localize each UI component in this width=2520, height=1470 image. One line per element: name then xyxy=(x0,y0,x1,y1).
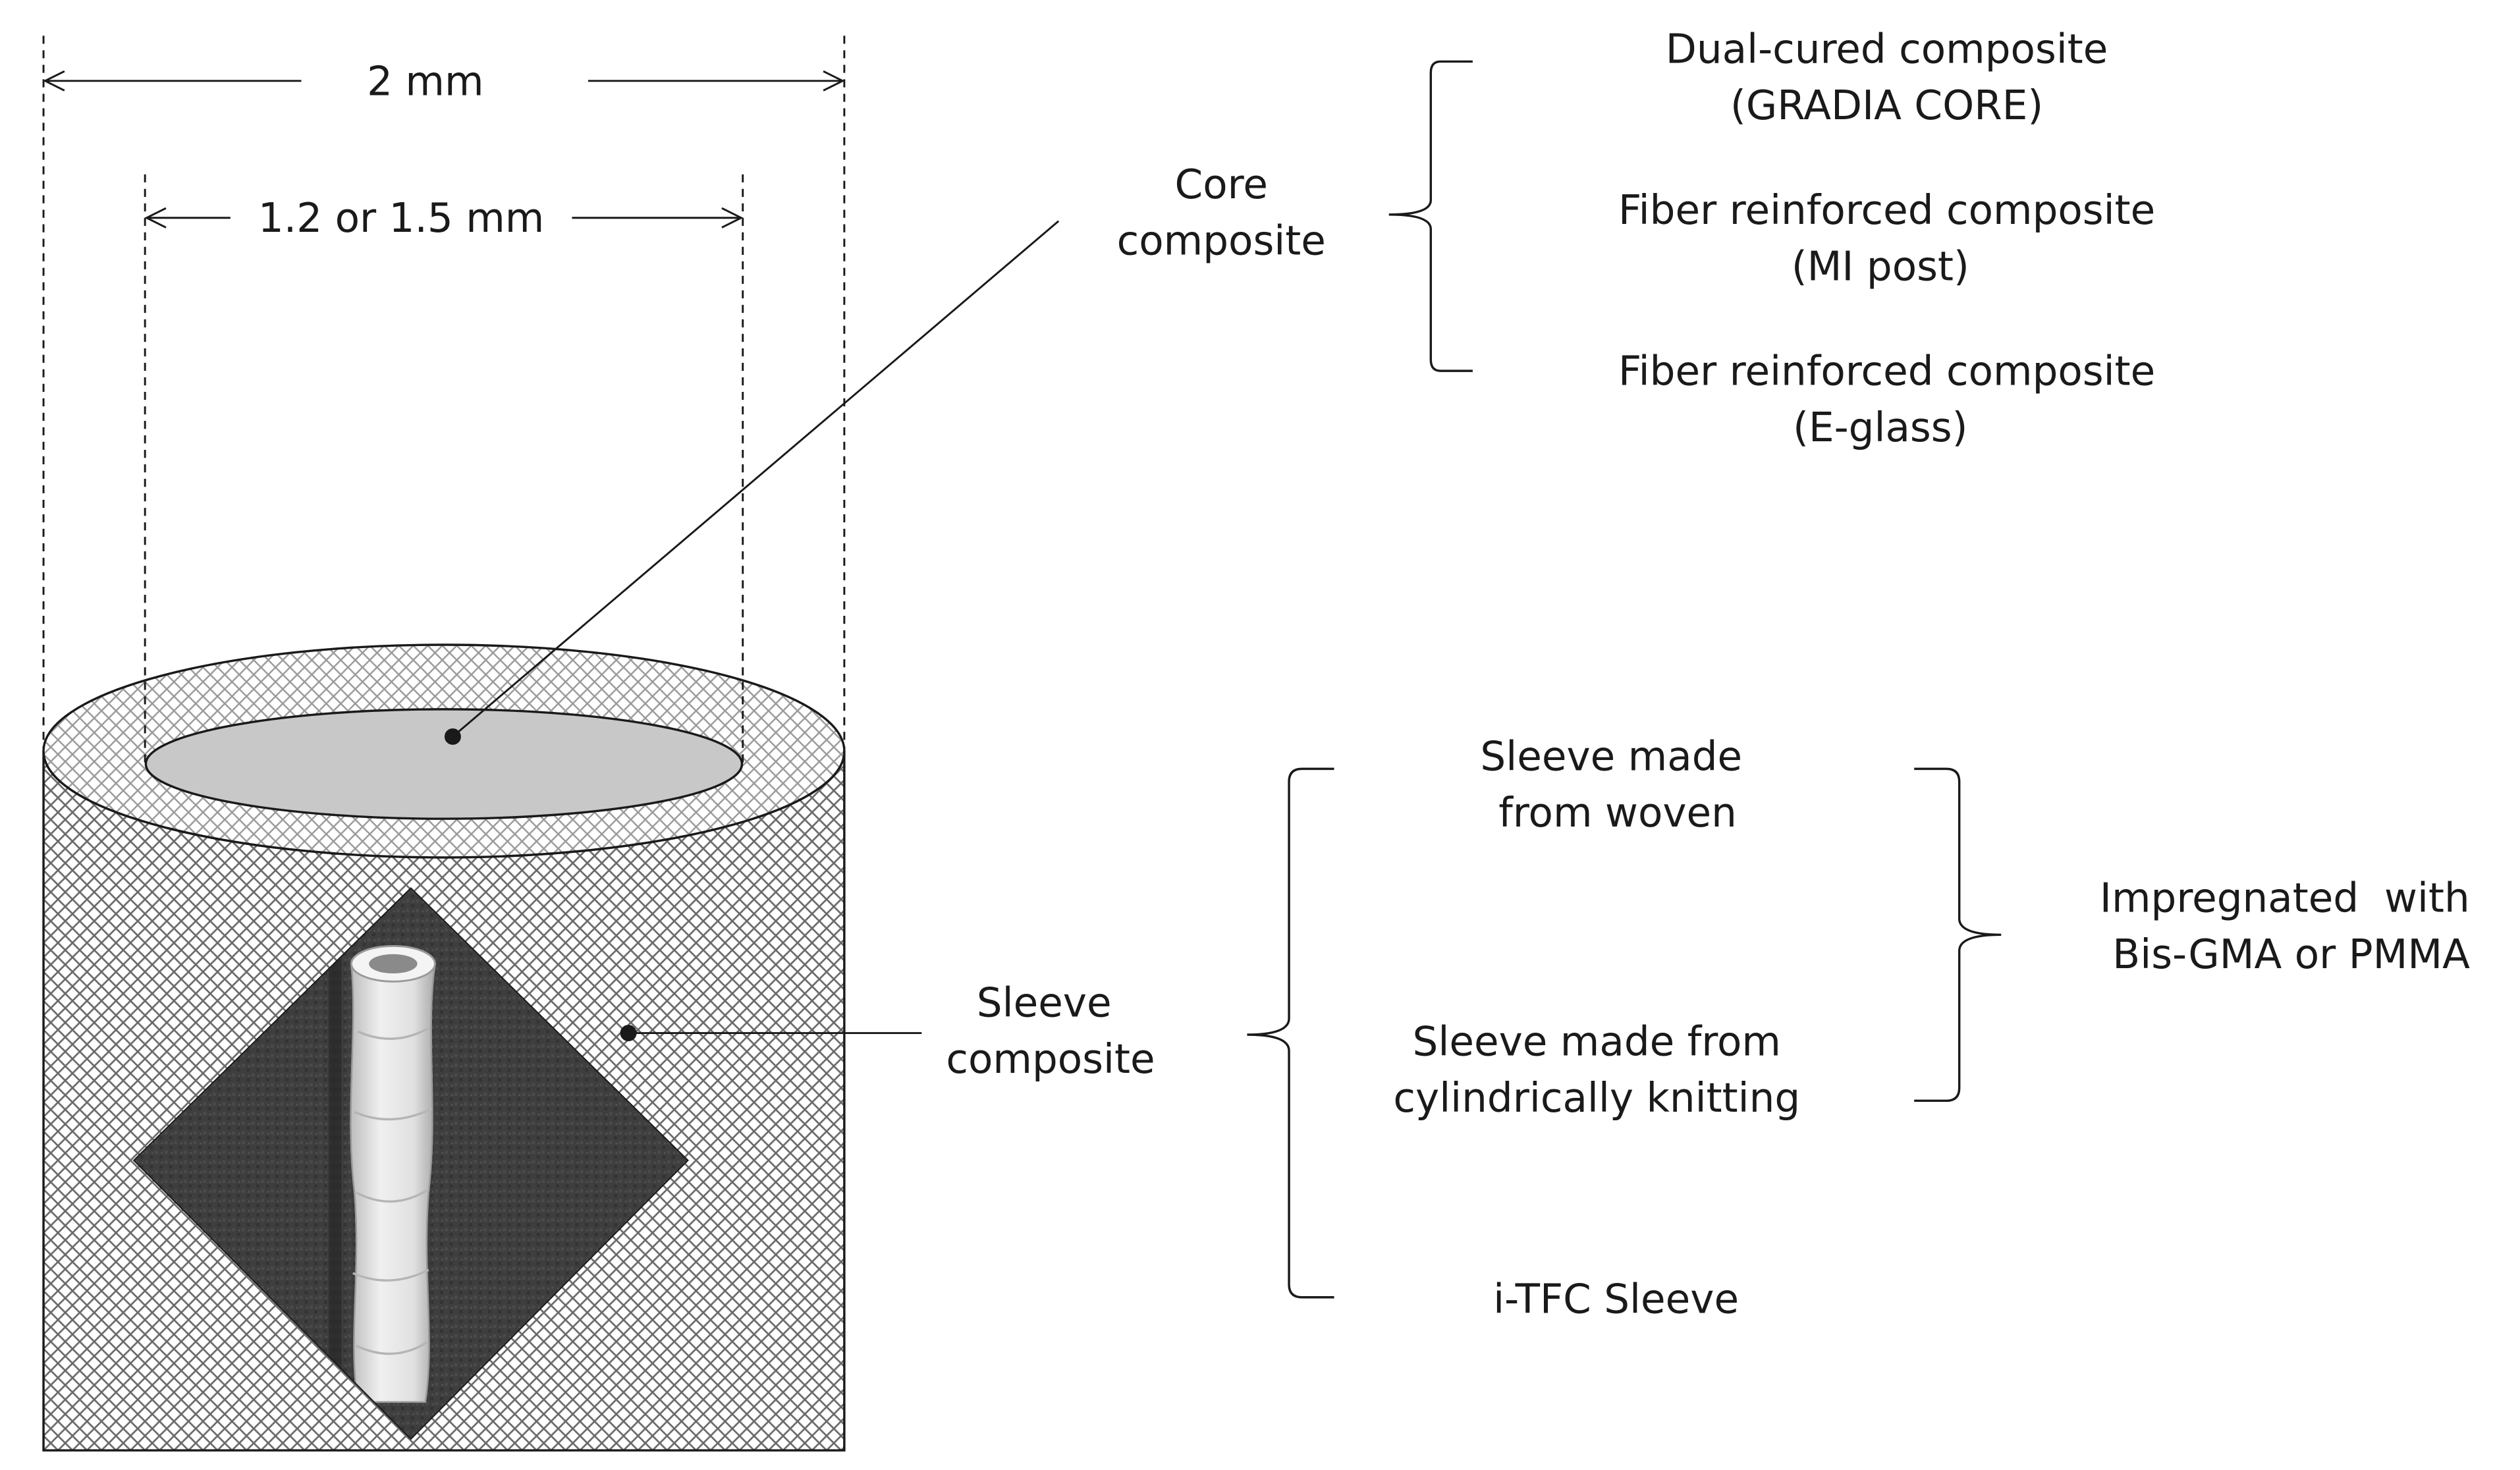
sleeve-option-1-line1: Sleeve made xyxy=(1480,733,1742,780)
outer-diameter-label: 2 mm xyxy=(367,58,483,105)
core-leader-dot xyxy=(444,728,461,745)
core-option-2-line2: (MI post) xyxy=(1792,244,1969,290)
core-label-line2: composite xyxy=(1117,217,1326,264)
sleeve-option-2-line1: Sleeve made from xyxy=(1413,1018,1781,1065)
core-option-1-line1: Dual-cured composite xyxy=(1666,26,2108,72)
sleeve-leader-dot xyxy=(620,1025,637,1042)
core-option-3-line1: Fiber reinforced composite xyxy=(1618,348,2155,395)
sleeve-option-2-line2: cylindrically knitting xyxy=(1393,1075,1800,1122)
inner-diameter-label: 1.2 or 1.5 mm xyxy=(258,195,544,242)
sleeve-option-1-line2: from woven xyxy=(1498,790,1737,836)
core-top-face xyxy=(144,708,744,820)
core-option-1-line2: (GRADIA CORE) xyxy=(1730,82,2043,129)
core-leader-line xyxy=(452,220,1060,738)
sleeve-fiber-image xyxy=(350,963,436,1403)
core-label-line1: Core xyxy=(1175,161,1269,208)
impregnation-line2: Bis-GMA or PMMA xyxy=(2112,931,2470,978)
sleeve-option-3-line1: i-TFC Sleeve xyxy=(1493,1276,1739,1323)
core-options-brace xyxy=(1388,60,1473,372)
impregnation-line1: Impregnated with xyxy=(2100,875,2470,922)
core-option-3-line2: (E-glass) xyxy=(1793,404,1967,451)
sleeve-label-line2: composite xyxy=(946,1036,1155,1083)
sleeve-options-brace xyxy=(1247,767,1334,1299)
core-option-2-line1: Fiber reinforced composite xyxy=(1618,187,2155,234)
impregnation-brace xyxy=(1914,767,2002,1102)
dimension-guides xyxy=(42,36,846,765)
sleeve-label-line1: Sleeve xyxy=(977,980,1112,1027)
leader-lines xyxy=(444,220,1060,1042)
